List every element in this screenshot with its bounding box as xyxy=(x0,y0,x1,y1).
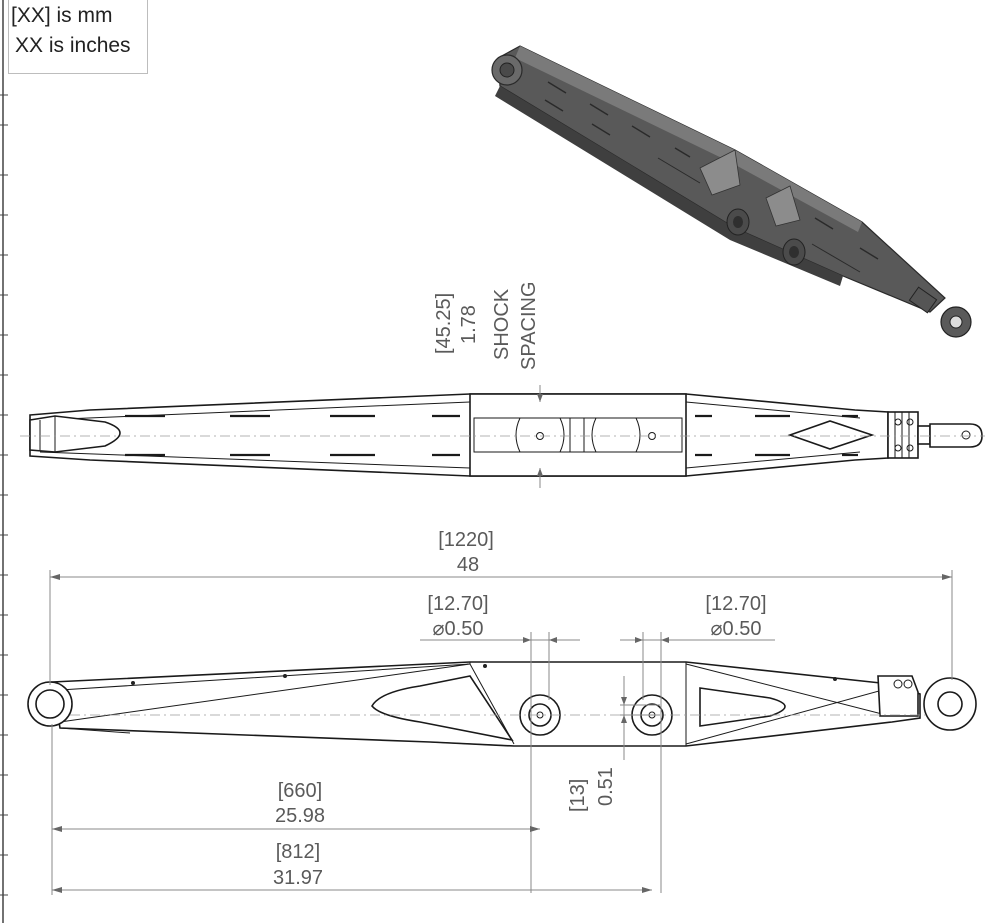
shock-spacing-label-2: SPACING xyxy=(518,281,540,370)
first-hole-inch: 25.98 xyxy=(275,805,325,827)
hole-left-dimension: [12.70] ⌀0.50 xyxy=(420,593,580,893)
offset-inch: 0.51 xyxy=(595,767,617,806)
second-hole-inch: 31.97 xyxy=(273,867,323,889)
first-hole-mm: [660] xyxy=(278,780,322,802)
shock-spacing-label-1: SHOCK xyxy=(491,288,513,360)
overall-length-inch: 48 xyxy=(457,554,479,576)
top-view xyxy=(20,393,985,477)
side-view xyxy=(27,661,977,747)
hole-right-inch: ⌀0.50 xyxy=(711,618,762,640)
second-hole-mm: [812] xyxy=(276,841,320,863)
hole-right-mm: [12.70] xyxy=(705,593,766,615)
sheet-border xyxy=(0,0,8,923)
hole-right-dimension: [12.70] ⌀0.50 xyxy=(620,593,775,893)
shock-spacing-dimension: [45.25] 1.78 SHOCK SPACING xyxy=(433,281,543,488)
shock-spacing-inch: 1.78 xyxy=(458,305,480,344)
first-hole-dimension: [660] 25.98 xyxy=(51,724,540,895)
shock-spacing-mm: [45.25] xyxy=(433,293,455,354)
hole-left-inch: ⌀0.50 xyxy=(433,618,484,640)
legend-mm-note: [XX] is mm xyxy=(11,4,113,27)
overall-length-dimension: [1220] 48 xyxy=(49,529,953,685)
offset-mm: [13] xyxy=(567,779,589,812)
overall-length-mm: [1220] xyxy=(438,529,494,551)
second-hole-dimension: [812] 31.97 xyxy=(52,841,652,893)
legend-inch-note: XX is inches xyxy=(15,34,131,57)
units-legend: [XX] is mm XX is inches xyxy=(8,0,148,74)
isometric-render xyxy=(491,45,972,338)
offset-dimension: [13] 0.51 xyxy=(567,676,660,812)
hole-left-mm: [12.70] xyxy=(427,593,488,615)
